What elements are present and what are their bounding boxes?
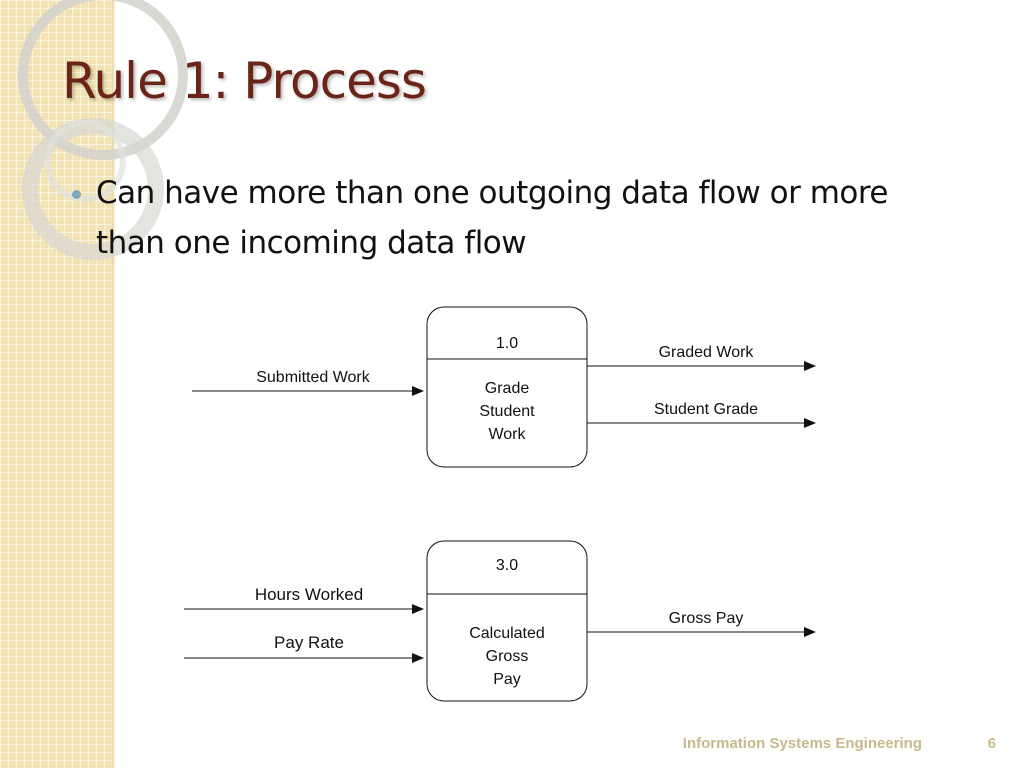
- process-1-number: 1.0: [496, 335, 518, 352]
- flow-gross-pay: Gross Pay: [587, 610, 816, 637]
- process-1: 1.0 Grade Student Work: [426, 306, 588, 468]
- flow-graded-work: Graded Work: [587, 344, 816, 371]
- process-1-name-line-2: Student: [479, 403, 535, 420]
- footer-course-name: Information Systems Engineering: [682, 735, 922, 752]
- flow-student-grade: Student Grade: [587, 401, 816, 428]
- flow-label-gross-pay: Gross Pay: [669, 610, 744, 627]
- flow-label-graded-work: Graded Work: [659, 344, 755, 361]
- flow-label-submitted-work: Submitted Work: [256, 369, 371, 386]
- process-2-name-line-2: Gross: [486, 648, 529, 665]
- process-2-box: [426, 540, 588, 702]
- flow-submitted-work: Submitted Work: [192, 369, 424, 396]
- footer-page-number: 6: [987, 735, 996, 752]
- slide-title: Rule 1: Process: [62, 52, 427, 110]
- process-1-name-line-1: Grade: [485, 380, 530, 397]
- process-2-name-line-1: Calculated: [469, 625, 545, 642]
- flow-label-hours-worked: Hours Worked: [255, 585, 363, 604]
- flow-label-student-grade: Student Grade: [654, 401, 758, 418]
- process-1-box: [426, 306, 588, 468]
- flow-pay-rate: Pay Rate: [184, 633, 424, 663]
- band-edge-shadow: [112, 0, 116, 768]
- process-2-name-line-3: Pay: [493, 671, 521, 688]
- flow-hours-worked: Hours Worked: [184, 585, 424, 614]
- process-2: 3.0 Calculated Gross Pay: [426, 540, 588, 702]
- decorative-ring: [44, 120, 126, 202]
- bullet-dot-icon: [72, 190, 81, 199]
- flow-label-pay-rate: Pay Rate: [274, 633, 344, 652]
- bullet-text: Can have more than one outgoing data flo…: [96, 175, 889, 261]
- process-2-number: 3.0: [496, 557, 518, 574]
- process-1-name-line-3: Work: [488, 426, 526, 443]
